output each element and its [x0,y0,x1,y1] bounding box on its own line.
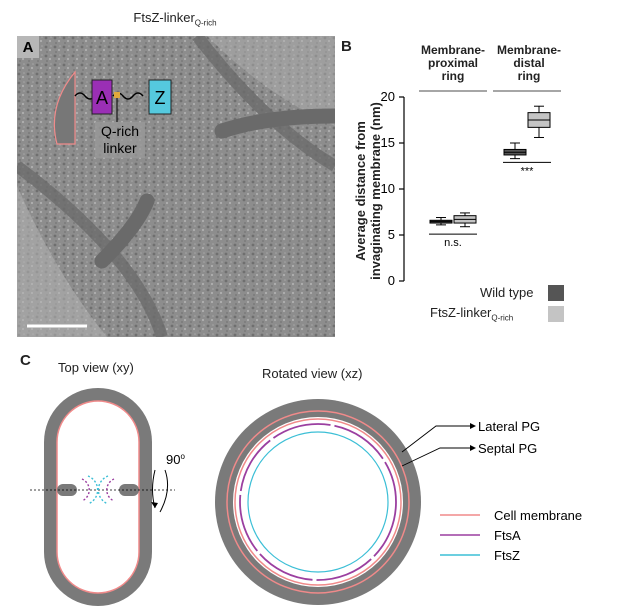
rotated-view-rings [215,399,421,605]
y-tick-label: 0 [388,273,395,288]
panel-b-letter: B [341,38,352,55]
em-image: A Z Q-rich linker A [17,36,335,337]
septal-pg-label: Septal PG [478,441,537,456]
box-plot: 0 5 10 15 20 n.s. *** [381,89,561,288]
significance-label: n.s. [444,237,462,249]
legend-linker: FtsZ-linkerQ-rich [430,305,514,323]
legend-ftsz: FtsZ [494,548,520,563]
group-header-distal: Membrane- distal ring [496,43,561,83]
rotated-view-title: Rotated view (xz) [262,366,363,381]
group-header-proximal: Membrane- proximal ring [420,43,485,83]
legend-wild-type: Wild type [480,285,534,300]
legend-wild-type-swatch [548,285,564,301]
top-view-title: Top view (xy) [58,360,134,375]
linker-label-line1: Q-rich [101,123,139,139]
em-tomogram: A Z Q-rich linker A [17,36,335,337]
legend-linker-swatch [548,306,564,322]
legend-c: Cell membrane FtsA FtsZ [440,508,582,563]
title-main: FtsZ-linker [133,10,195,25]
legend-ftsa: FtsA [494,528,521,543]
top-view-cell [30,388,175,606]
y-tick-label: 15 [381,135,395,150]
box-z-label: Z [155,88,166,108]
y-axis-label: Average distance from invaginating membr… [353,102,383,280]
schematic-c: 90o Lateral PG Septal PG Cell membrane F… [30,388,582,606]
lateral-pg-label: Lateral PG [478,419,540,434]
legend-cell-membrane: Cell membrane [494,508,582,523]
panel-a-letter: A [23,39,34,56]
panel-c-letter: C [20,352,31,369]
linker-label-line2: linker [103,140,137,156]
y-tick-label: 5 [388,227,395,242]
angle-label: 90o [166,452,185,467]
figure-title: FtsZ-linkerQ-rich [95,10,255,28]
box-a-label: A [96,88,108,108]
significance-label: *** [521,165,535,177]
title-sub: Q-rich [194,18,217,28]
y-tick-label: 20 [381,89,395,104]
y-tick-label: 10 [381,181,395,196]
